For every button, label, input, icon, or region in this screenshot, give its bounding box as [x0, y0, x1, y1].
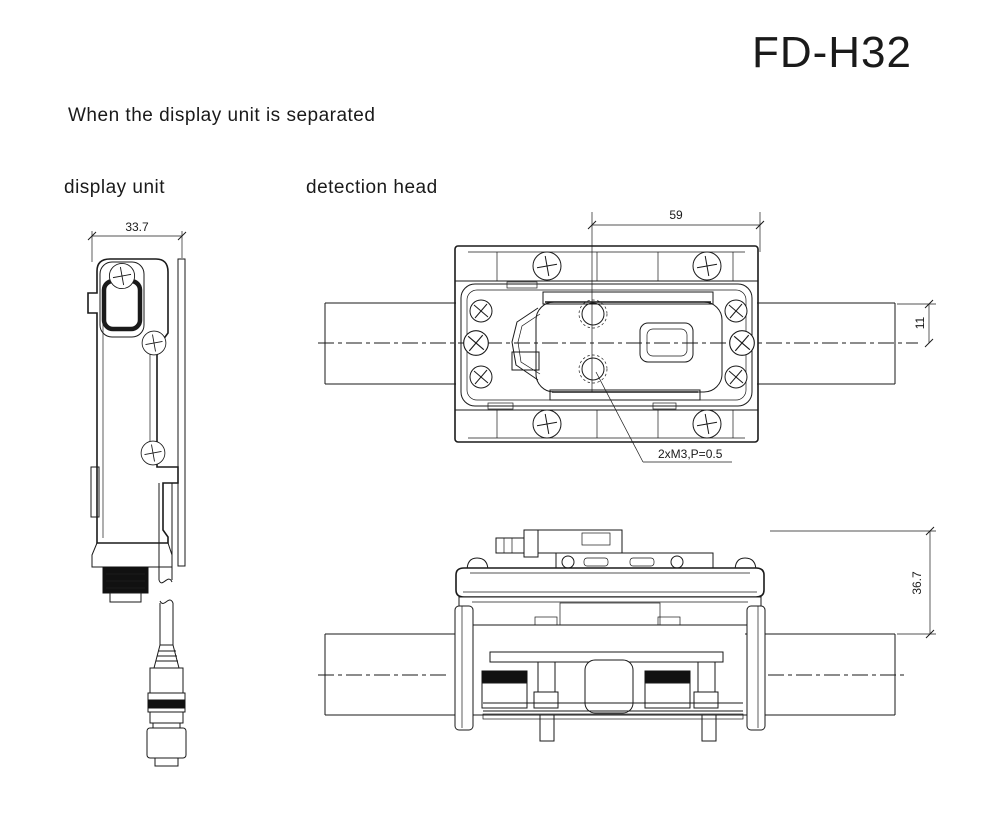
screw-icon — [532, 251, 562, 281]
detection-head-label: detection head — [306, 177, 438, 198]
display-unit-label: display unit — [64, 177, 166, 198]
dimension-pipe-top-to-center: 11 — [897, 299, 936, 348]
drawing-caption: When the display unit is separated — [68, 105, 376, 126]
display-threaded-connector — [102, 566, 149, 594]
screw-icon — [729, 330, 755, 356]
display-cable — [158, 483, 173, 584]
display-body-outline — [87, 258, 179, 544]
head-mid-body — [458, 596, 762, 626]
display-unit-view: 33.7 — [87, 220, 187, 767]
screw-icon — [692, 409, 722, 439]
screw-icon — [141, 330, 167, 356]
screw-icon — [469, 365, 493, 389]
dimension-value-33-7: 33.7 — [125, 220, 149, 234]
screw-icon — [140, 440, 166, 466]
display-connector-cap — [109, 592, 142, 603]
screw-icon — [463, 330, 489, 356]
screw-icon — [692, 251, 722, 281]
m3-hole-upper — [581, 302, 605, 326]
lower-clamp — [481, 651, 744, 742]
cable-connector — [146, 599, 187, 767]
screw-icon — [532, 409, 562, 439]
model-number-title: FD-H32 — [751, 28, 912, 77]
rail-right — [746, 605, 766, 731]
dimension-center-to-edge: 59 — [587, 208, 765, 252]
screw-icon — [469, 299, 493, 323]
head-housing — [454, 245, 759, 443]
display-side-plate — [90, 466, 100, 518]
pipe-right — [757, 302, 896, 385]
thread-callout-text: 2xM3,P=0.5 — [658, 447, 723, 461]
dimension-value-36-7: 36.7 — [910, 571, 924, 595]
m3-hole-lower — [581, 357, 605, 381]
dimension-height-above-pipe: 36.7 — [770, 526, 936, 639]
central-clamp-assembly — [511, 212, 723, 401]
display-boot-outline — [99, 261, 145, 338]
detection-head-front-view: 36.7 — [318, 526, 936, 742]
screw-icon — [108, 262, 136, 290]
screw-icon — [724, 299, 748, 323]
thread-callout: 2xM3,P=0.5 — [595, 371, 732, 463]
screw-icon — [724, 365, 748, 389]
pipe-front — [318, 633, 905, 716]
pipe-left — [324, 302, 456, 385]
rail-left — [454, 605, 474, 731]
dimension-value-59: 59 — [669, 208, 683, 222]
display-base — [91, 542, 173, 568]
dimension-value-11: 11 — [913, 316, 927, 329]
dimension-body-width: 33.7 — [87, 220, 187, 262]
display-rear-plate — [177, 258, 186, 567]
head-top-bracket — [495, 529, 714, 572]
detection-head-top-view: 59 11 2xM3,P=0.5 — [318, 208, 936, 463]
head-top-cover — [455, 567, 765, 598]
